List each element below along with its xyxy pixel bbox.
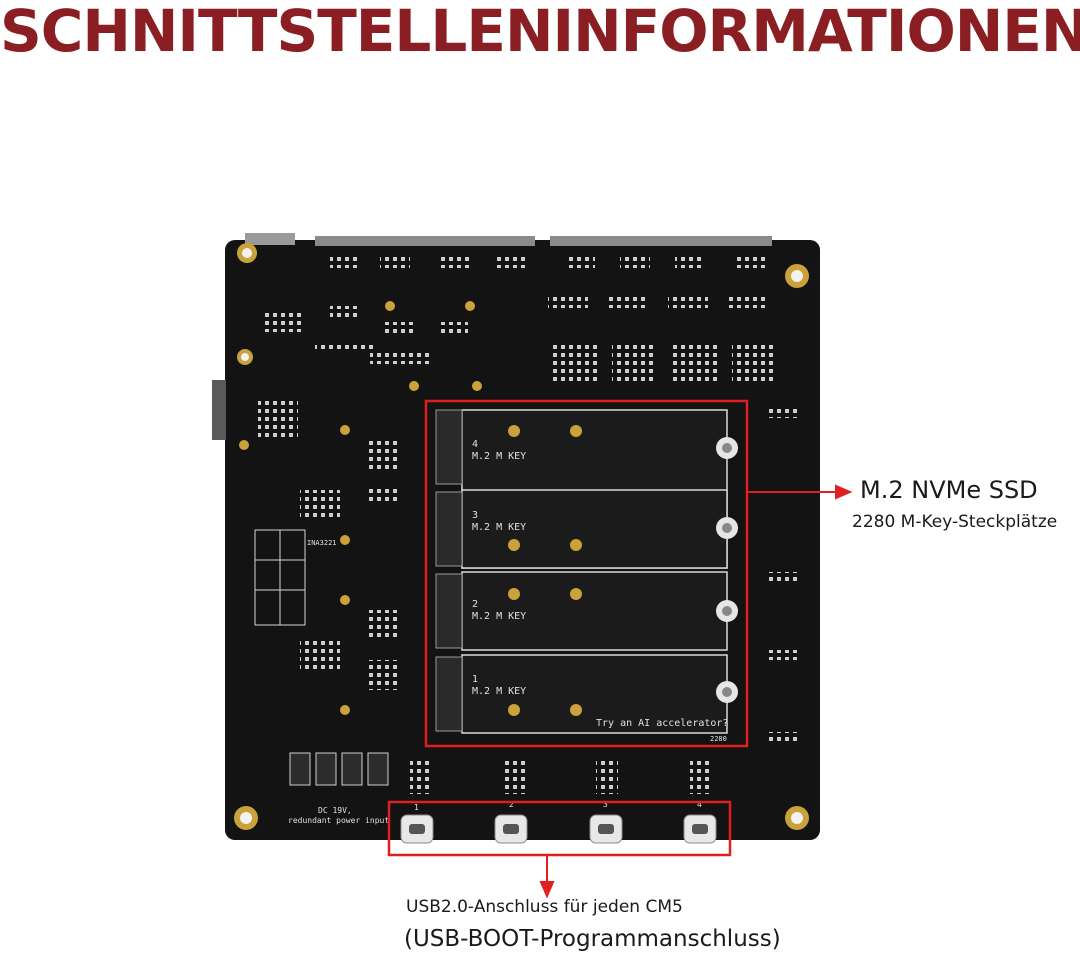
usb-port-number: 4 — [697, 800, 702, 809]
vias — [239, 301, 482, 715]
ssd-callout-subtitle: 2280 M-Key-Steckplätze — [852, 512, 1058, 532]
switch-patterns — [552, 345, 777, 385]
usb-port-number: 1 — [414, 803, 419, 812]
slot-size: 2280 — [710, 735, 727, 743]
power-label: redundant power input — [288, 816, 389, 825]
slot-number: 2 — [472, 599, 478, 610]
usb-highlight-box — [387, 800, 732, 857]
top-connector — [550, 236, 772, 246]
usb-port-number: 3 — [603, 800, 608, 809]
usb-port-number: 2 — [509, 800, 514, 809]
slot-label: M.2 M KEY — [472, 686, 526, 697]
slot-label: M.2 M KEY — [472, 451, 526, 462]
power-label: DC 19V, — [318, 806, 352, 815]
m2-slots — [435, 409, 738, 734]
mount-hole — [241, 353, 249, 361]
mount-hole — [791, 812, 803, 824]
ssd-callout-title: M.2 NVMe SSD — [860, 476, 1038, 504]
usb-component-stacks — [410, 758, 712, 794]
top-connector — [245, 233, 295, 245]
ina-table — [254, 529, 306, 626]
power-components — [289, 752, 389, 786]
usb-arrow — [539, 855, 555, 899]
top-connector — [315, 236, 535, 246]
mount-hole — [242, 248, 252, 258]
slot-note: Try an AI accelerator? — [596, 718, 728, 729]
ssd-highlight-box — [424, 399, 749, 748]
slot-number: 3 — [472, 510, 478, 521]
page-title: SCHNITTSTELLENINFORMATIONEN — [0, 0, 1080, 65]
usb-callout-subtitle: (USB-BOOT-Programmanschluss) — [404, 926, 781, 952]
ssd-arrow — [747, 484, 853, 500]
mount-hole — [240, 812, 252, 824]
slot-number: 4 — [472, 439, 478, 450]
usb-callout-title: USB2.0-Anschluss für jeden CM5 — [406, 897, 683, 917]
side-connector — [212, 380, 226, 440]
slot-number: 1 — [472, 674, 478, 685]
slot-label: M.2 M KEY — [472, 611, 526, 622]
mount-hole — [791, 270, 803, 282]
component-cluster — [258, 256, 798, 742]
table-header: INA3221 — [307, 539, 337, 547]
slot-label: M.2 M KEY — [472, 522, 526, 533]
usb-c-ports — [400, 814, 717, 844]
